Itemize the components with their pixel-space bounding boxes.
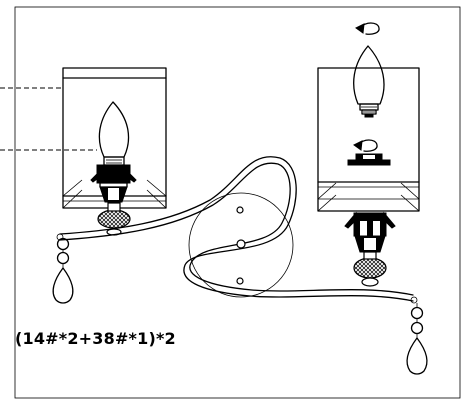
- crystal-drop-right: [406, 296, 428, 375]
- ornament-knob-left: [97, 202, 131, 236]
- lamp-shade-right: [317, 67, 420, 212]
- candle-bulb-left: [98, 101, 130, 166]
- bulb-socket-left: [90, 164, 137, 203]
- diagram-border: [14, 6, 461, 399]
- rotate-counterclockwise-icon: [355, 22, 380, 35]
- wall-plate: [188, 192, 294, 298]
- candle-bulb-right: [353, 45, 385, 118]
- bulb-socket-right: [344, 211, 396, 253]
- ornament-knob-right: [353, 251, 387, 287]
- part-count-caption: (14#*2+38#*1)*2: [15, 329, 176, 348]
- rotate-counterclockwise-icon: [353, 139, 378, 152]
- crystal-drop-left: [52, 233, 74, 304]
- socket-cap-right: [347, 153, 391, 166]
- curved-arm: [59, 156, 414, 302]
